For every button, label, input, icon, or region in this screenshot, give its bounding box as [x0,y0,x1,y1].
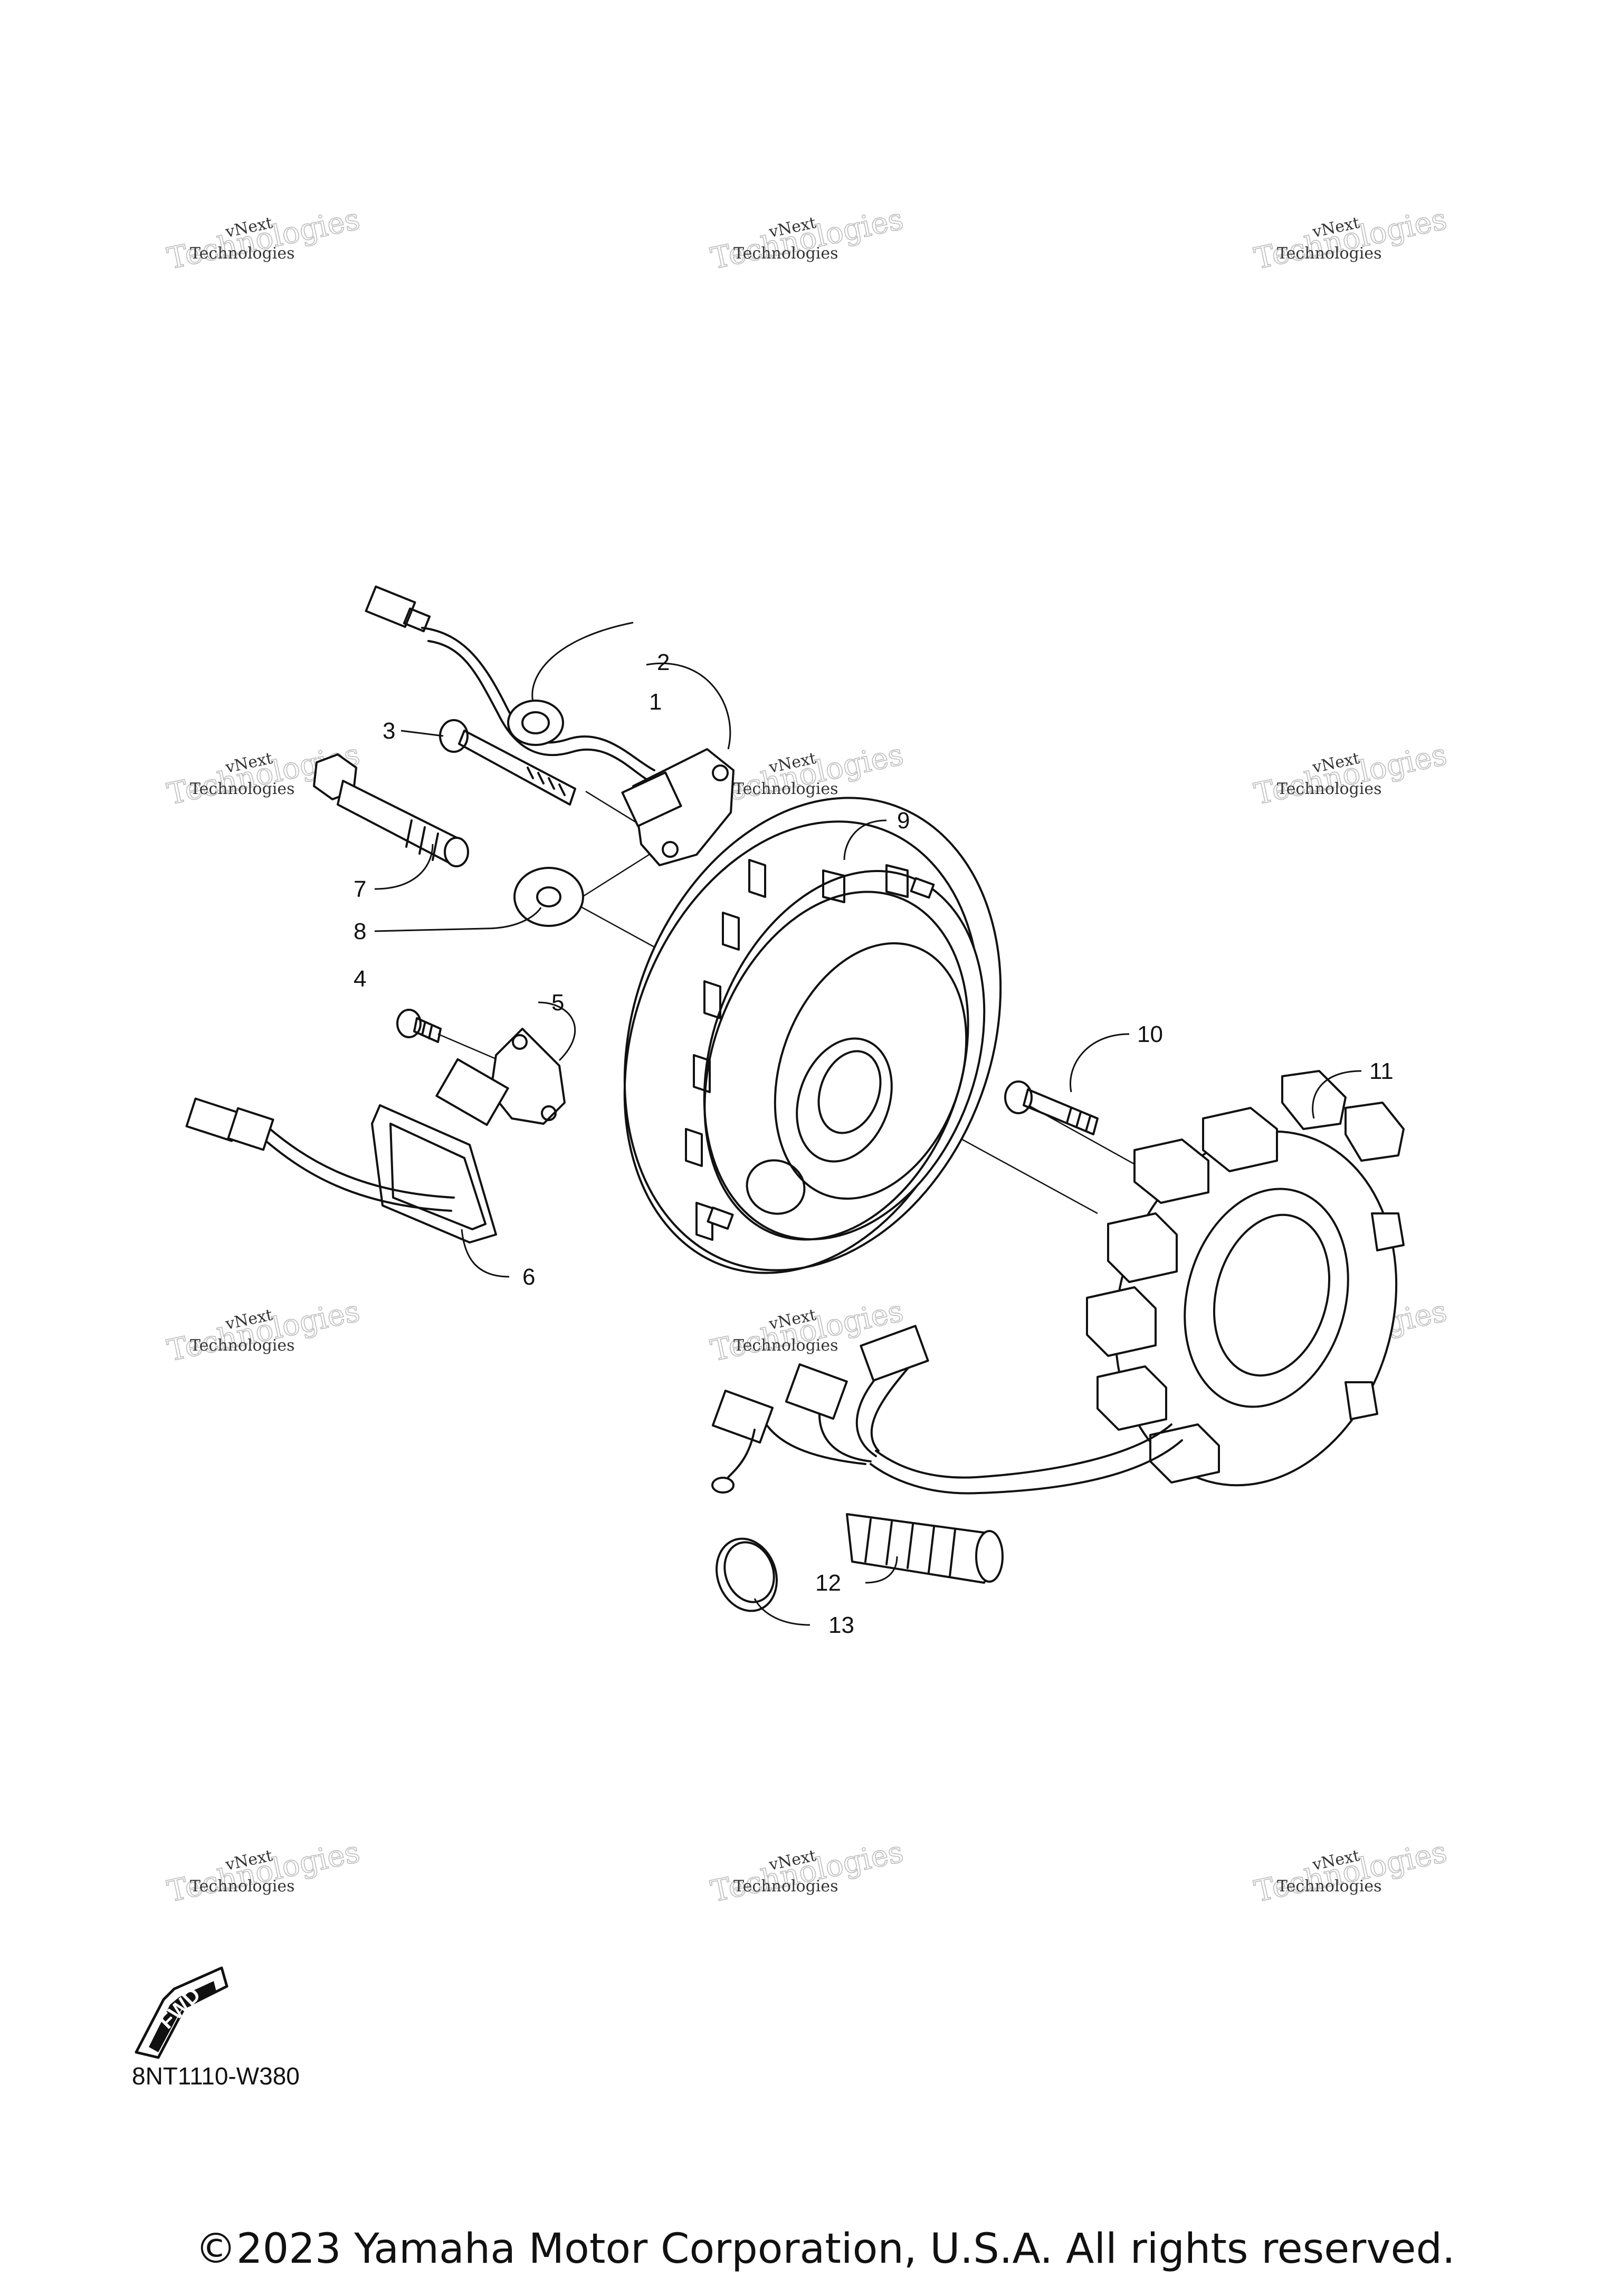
washer-8 [513,867,584,927]
protector-12 [846,1513,1004,1584]
svg-text:Technologies: Technologies [1251,1835,1450,1909]
callout-13: 13 [828,1612,854,1638]
stator-coil [1086,1070,1405,1487]
svg-text:Technologies: Technologies [733,244,838,263]
svg-text:Technologies: Technologies [708,202,906,276]
callout-1: 1 [649,689,662,715]
callout-11: 11 [1369,1058,1394,1084]
svg-text:Technologies: Technologies [190,244,295,263]
copyright-notice: ©2023 Yamaha Motor Corporation, U.S.A. A… [195,2225,1455,2273]
svg-text:Technologies: Technologies [164,1835,363,1909]
band-13 [716,1537,778,1612]
grommet [507,700,564,746]
fwd-arrow-badge: FWD [135,1966,228,2059]
svg-text:Technologies: Technologies [164,202,363,276]
callout-7: 7 [354,876,366,902]
svg-text:Technologies: Technologies [1251,202,1450,276]
screw-4 [396,1009,442,1043]
svg-text:Technologies: Technologies [190,780,295,798]
flywheel-rotor [623,797,1002,1274]
callout-9: 9 [897,808,910,834]
watermark: Technologies Technologies vNext [1251,1834,1451,1909]
watermark: Technologies Technologies vNext [164,202,364,276]
svg-text:Technologies: Technologies [733,780,838,798]
svg-text:Technologies: Technologies [164,1294,363,1369]
watermark: Technologies Technologies vNext [164,1834,364,1909]
callout-8: 8 [354,919,366,944]
bolt-10 [1004,1080,1099,1135]
svg-text:Technologies: Technologies [733,1336,838,1355]
svg-text:Technologies: Technologies [1277,1877,1382,1896]
svg-text:Technologies: Technologies [733,1877,838,1896]
pickup-coil-assembly [365,585,735,866]
svg-text:Technologies: Technologies [708,1835,906,1909]
svg-text:Technologies: Technologies [1277,244,1382,263]
screw-3 [439,719,576,806]
callouts: 2 1 3 7 8 9 4 5 6 10 11 12 13 [354,649,1394,1638]
callout-6: 6 [522,1264,535,1290]
watermark: Technologies Technologies vNext [164,1294,364,1369]
watermark: Technologies Technologies vNext [708,202,907,276]
callout-12: 12 [815,1570,841,1596]
callout-5: 5 [551,990,564,1016]
drawing-code: 8NT1110-W380 [132,2062,300,2090]
sensor-pad-6 [371,1104,497,1243]
bolt-7 [313,753,469,867]
callout-10: 10 [1137,1021,1163,1047]
stator-poles [1086,1070,1405,1484]
callout-4: 4 [354,966,366,992]
leader-lines [374,621,1362,1626]
stator-harness [711,1325,1183,1495]
crank-sensor-assembly [185,1028,566,1243]
callout-2: 2 [657,649,670,675]
svg-text:Technologies: Technologies [1251,738,1450,812]
watermark: Technologies Technologies vNext [1251,737,1451,812]
svg-text:Technologies: Technologies [190,1877,295,1896]
svg-text:Technologies: Technologies [1277,780,1382,798]
callout-3: 3 [383,718,395,744]
svg-text:Technologies: Technologies [190,1336,295,1355]
watermark: Technologies Technologies vNext [708,1834,907,1909]
watermark: Technologies Technologies vNext [1251,202,1451,276]
